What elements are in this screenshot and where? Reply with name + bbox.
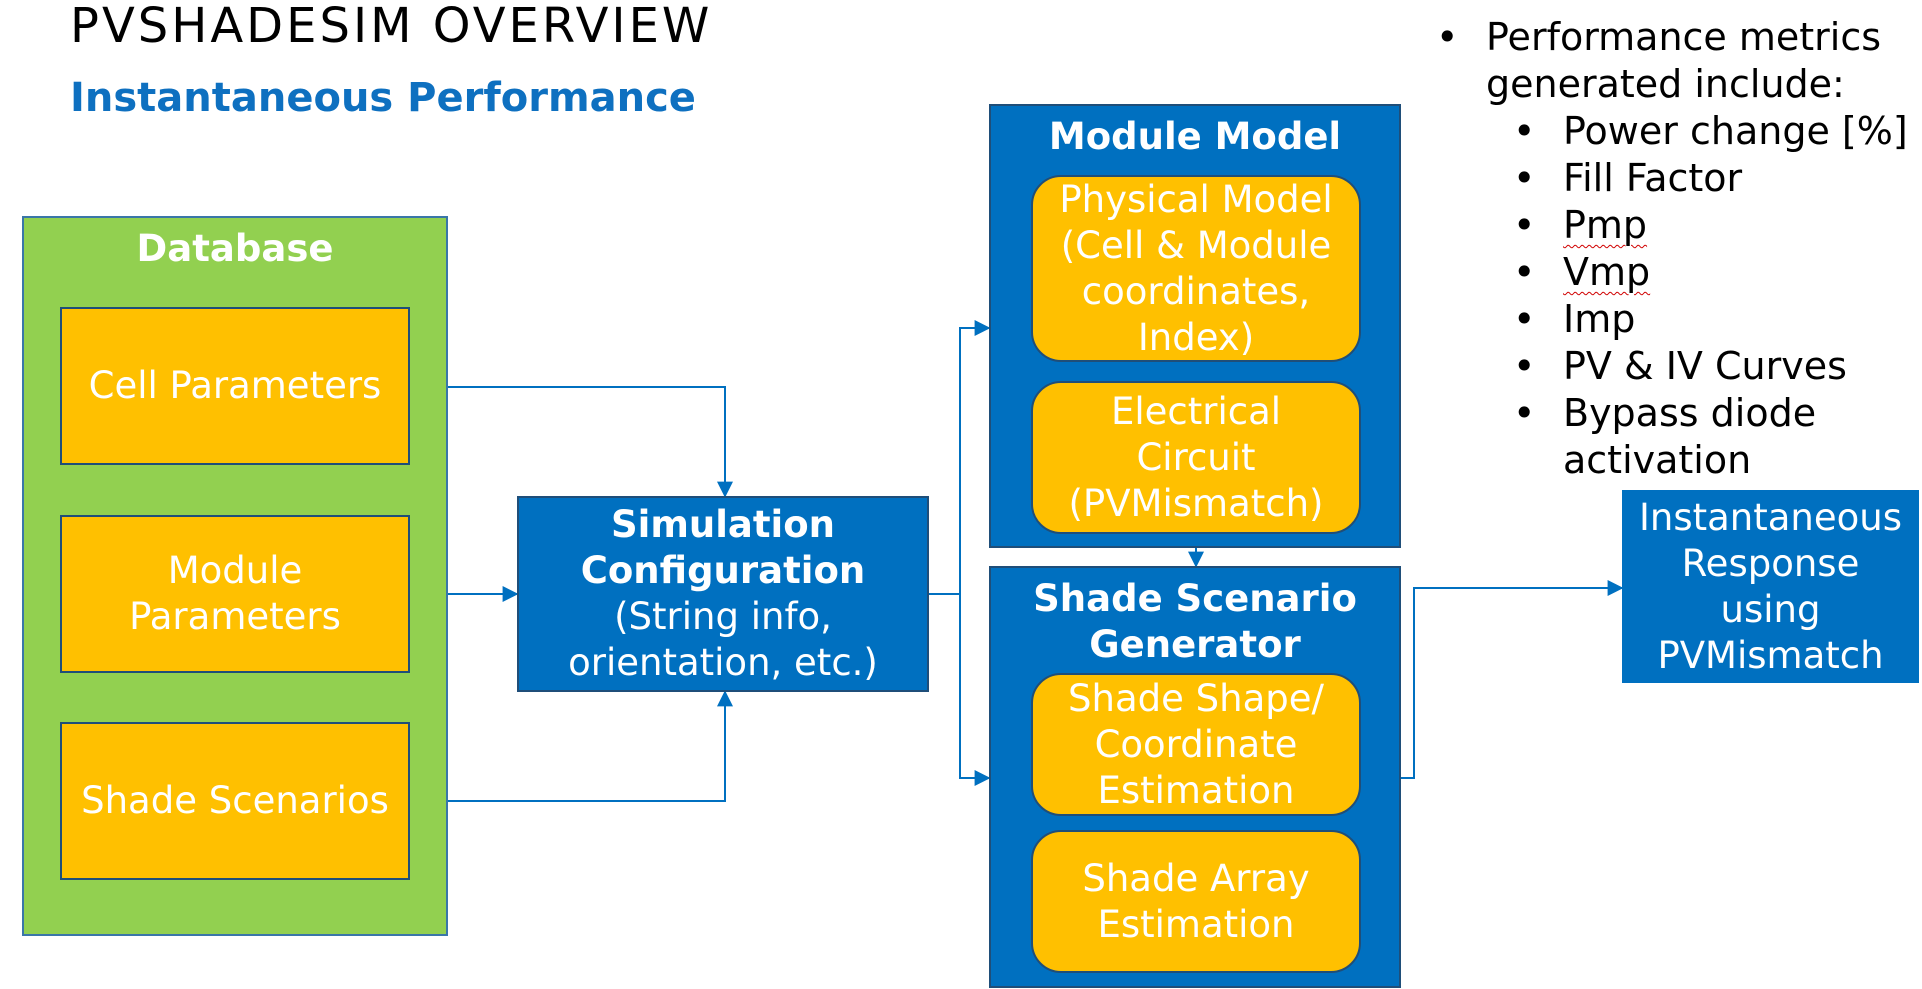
metric-item-text: Fill Factor <box>1563 156 1743 200</box>
shade-array-estimation-box: Shade Array Estimation <box>1031 830 1361 973</box>
physical-model-box: Physical Model (Cell & Module coordinate… <box>1031 175 1361 362</box>
simulation-configuration-title: Simulation Configuration <box>580 503 866 592</box>
metric-item-text: PV & IV Curves <box>1563 344 1847 388</box>
module-model-title: Module Model <box>1048 115 1342 158</box>
arrow-generator-to-output <box>1398 580 1624 779</box>
shade-scenarios-label: Shade Scenarios <box>81 779 389 822</box>
simulation-configuration-detail: (String info, orientation, etc.) <box>568 595 878 684</box>
metrics-intro-text: Performance metrics generated include: <box>1486 15 1882 106</box>
instantaneous-response-label: Instantaneous Response using PVMismatch <box>1638 495 1903 677</box>
module-parameters-label: Module Parameters <box>129 549 341 638</box>
metric-item: Bypass diode activation <box>1436 390 1908 484</box>
arrow-shade-to-sim <box>409 690 733 802</box>
metric-item-text: Vmp <box>1563 250 1651 294</box>
shade-scenarios-box: Shade Scenarios <box>60 722 410 880</box>
shade-shape-estimation-label: Shade Shape/ Coordinate Estimation <box>1068 676 1324 812</box>
metrics-intro: Performance metrics generated include: <box>1436 14 1908 108</box>
metric-item: Imp <box>1436 296 1908 343</box>
shade-array-estimation-label: Shade Array Estimation <box>1082 856 1310 946</box>
database-title: Database <box>136 227 334 270</box>
shade-scenario-generator-title: Shade Scenario Generator <box>1033 577 1357 666</box>
metric-item-text: Imp <box>1563 297 1636 341</box>
metric-item: Fill Factor <box>1436 155 1908 202</box>
metric-item-text: Power change [%] <box>1563 109 1908 153</box>
page-title: PVSHADESIM OVERVIEW <box>70 0 713 54</box>
metric-item: PV & IV Curves <box>1436 343 1908 390</box>
metrics-list: Performance metrics generated include: P… <box>1436 14 1908 484</box>
metric-item: Vmp <box>1436 249 1908 296</box>
page-subtitle: Instantaneous Performance <box>70 75 696 121</box>
electrical-circuit-label: Electrical Circuit (PVMismatch) <box>1068 389 1324 525</box>
metric-item: Power change [%] <box>1436 108 1908 155</box>
metric-item-text: Pmp <box>1563 203 1648 247</box>
arrow-sim-to-module-model <box>929 320 991 595</box>
module-parameters-box: Module Parameters <box>60 515 410 673</box>
cell-parameters-label: Cell Parameters <box>88 364 382 407</box>
physical-model-label: Physical Model (Cell & Module coordinate… <box>1059 177 1333 359</box>
electrical-circuit-box: Electrical Circuit (PVMismatch) <box>1031 381 1361 534</box>
instantaneous-response-box: Instantaneous Response using PVMismatch <box>1622 490 1919 683</box>
arrow-cell-to-sim <box>409 386 733 498</box>
metric-item: Pmp <box>1436 202 1908 249</box>
cell-parameters-box: Cell Parameters <box>60 307 410 465</box>
shade-shape-estimation-box: Shade Shape/ Coordinate Estimation <box>1031 673 1361 816</box>
simulation-configuration-box: Simulation Configuration (String info, o… <box>517 496 929 692</box>
metric-item-text: Bypass diode activation <box>1563 391 1817 482</box>
arrow-sim-to-shade-generator <box>959 594 991 786</box>
